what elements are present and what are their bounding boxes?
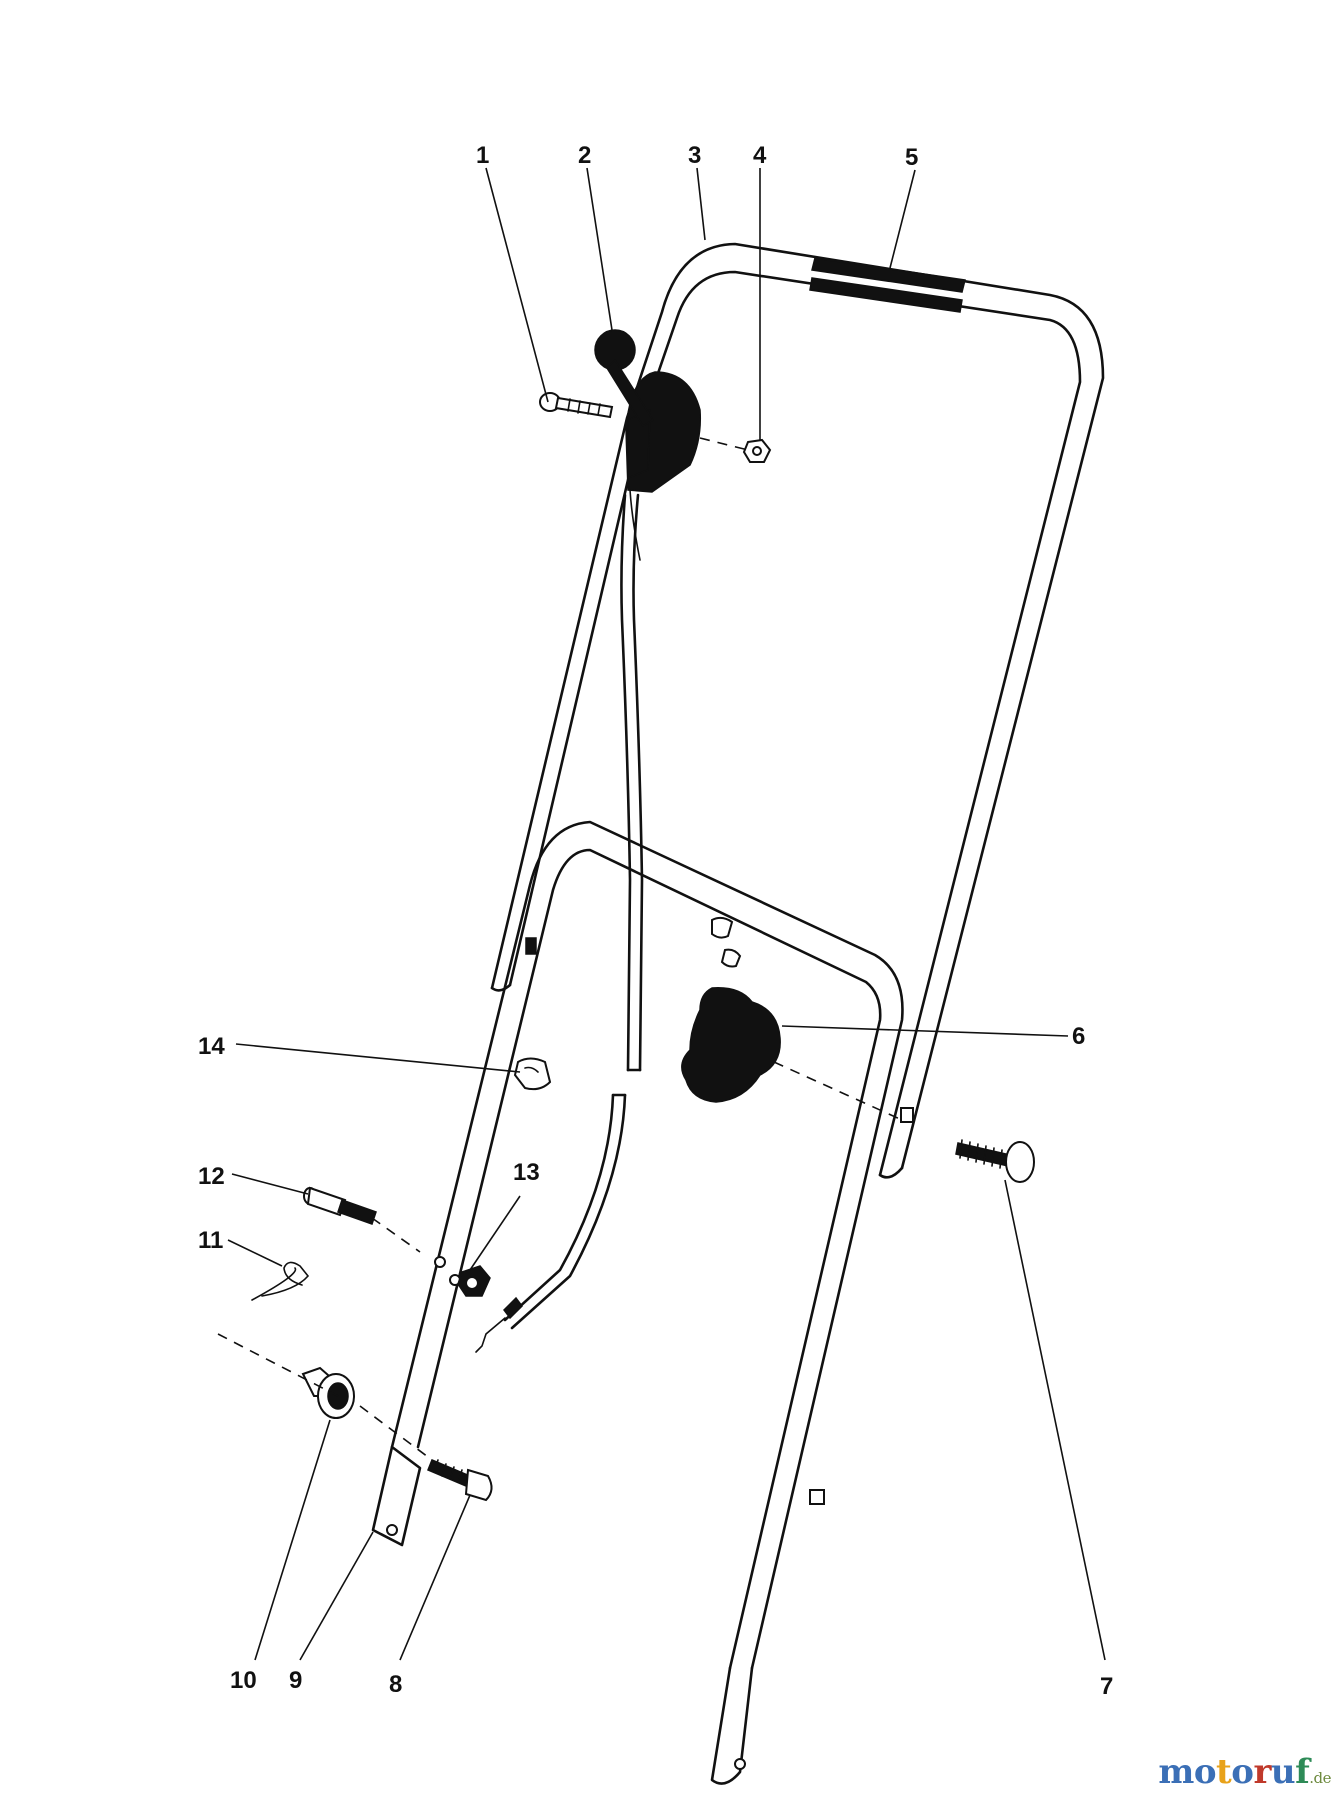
grip xyxy=(809,257,966,313)
bolt-8 xyxy=(427,1459,493,1502)
hairpin-clip xyxy=(251,1261,310,1301)
nut-4 xyxy=(742,438,772,463)
callout-1: 1 xyxy=(476,142,489,169)
watermark-logo: motoruf.de xyxy=(1158,1752,1331,1792)
callout-7: 7 xyxy=(1100,1673,1113,1700)
callout-10: 10 xyxy=(230,1667,257,1694)
cable-clip xyxy=(513,1057,552,1091)
callout-6: 6 xyxy=(1072,1023,1085,1050)
control-knob xyxy=(594,329,655,428)
watermark-letter: m xyxy=(1158,1752,1194,1792)
leader-lines xyxy=(227,167,1106,1661)
nut-13 xyxy=(457,1265,491,1297)
watermark-letters: motoruf xyxy=(1158,1752,1309,1792)
watermark-letter: o xyxy=(1231,1752,1254,1792)
watermark-letter: r xyxy=(1253,1752,1271,1792)
watermark-letter: o xyxy=(1193,1752,1217,1792)
spacer-10 xyxy=(301,1366,355,1419)
callout-2: 2 xyxy=(578,142,591,169)
lower-handle xyxy=(371,820,904,1785)
callout-9: 9 xyxy=(289,1667,302,1694)
upper-handle xyxy=(490,242,1105,1179)
watermark-letter: f xyxy=(1295,1752,1310,1792)
assembly-lines xyxy=(217,437,903,1461)
watermark-letter: t xyxy=(1216,1752,1232,1792)
wing-knob xyxy=(681,987,781,1103)
callout-numbers: 1 2 3 4 5 6 7 8 9 10 11 12 13 14 xyxy=(198,142,1113,1700)
callout-13: 13 xyxy=(513,1159,540,1186)
callout-8: 8 xyxy=(389,1671,402,1698)
bolt-1 xyxy=(539,392,614,419)
callout-14: 14 xyxy=(198,1033,225,1060)
callout-5: 5 xyxy=(905,144,918,171)
callout-4: 4 xyxy=(753,142,767,169)
control-cable xyxy=(475,493,644,1353)
control-box xyxy=(625,371,702,561)
stud-12 xyxy=(303,1186,377,1225)
callout-11: 11 xyxy=(198,1227,223,1254)
callout-12: 12 xyxy=(198,1163,225,1190)
carriage-bolt xyxy=(955,1139,1035,1183)
callout-3: 3 xyxy=(688,142,701,169)
watermark-letter: u xyxy=(1270,1752,1296,1792)
watermark-tld: .de xyxy=(1309,1769,1331,1787)
